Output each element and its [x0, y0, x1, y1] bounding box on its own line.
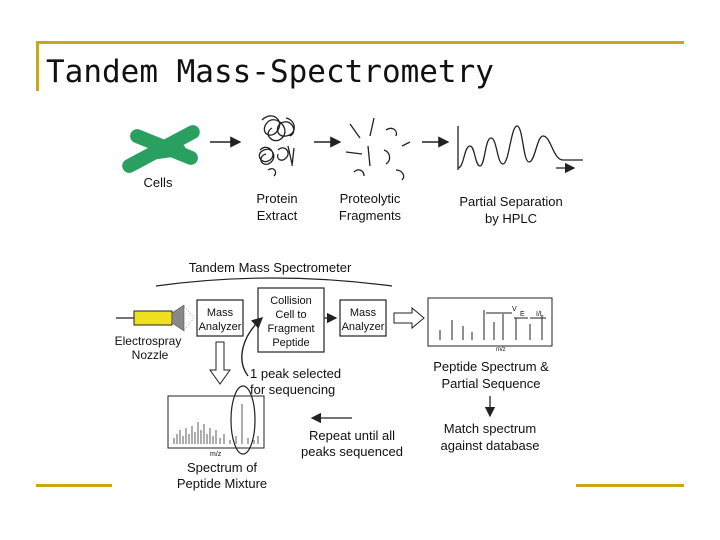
repeat-label-2: peaks sequenced [301, 444, 403, 459]
protein-extract-illustration [258, 115, 295, 177]
cells-label: Cells [144, 175, 173, 190]
selected-peak-ellipse [230, 385, 256, 455]
mass-analyzer-1-label-2: Analyzer [199, 321, 242, 333]
electrospray-nozzle-illustration [116, 304, 195, 332]
mz-axis-label-2: m/z [496, 347, 506, 353]
electrospray-label-2: Nozzle [132, 348, 169, 362]
match-label-1: Match spectrum [444, 421, 536, 436]
seq-label-il: I/L [536, 311, 544, 318]
collision-cell-label-4: Peptide [272, 337, 309, 349]
match-label-2: against database [440, 438, 539, 453]
mass-analyzer-1-label-1: Mass [207, 307, 234, 319]
mixture-spectrum-label-1: Spectrum of [187, 460, 257, 475]
mass-analyzer-2-label-2: Analyzer [342, 321, 385, 333]
proteolytic-fragments-illustration [345, 117, 411, 181]
peak-selected-label-2: for sequencing [250, 382, 335, 397]
seq-label-e: E [520, 311, 525, 318]
collision-cell-label-1: Collision [270, 295, 312, 307]
tandem-ms-label: Tandem Mass Spectrometer [189, 260, 352, 275]
peptide-spectrum-label-2: Partial Sequence [441, 376, 540, 391]
cells-illustration [122, 125, 200, 173]
fragments-label-2: Fragments [339, 208, 402, 223]
slide-title: Tandem Mass-Spectrometry [46, 54, 494, 90]
peak-selected-label-1: 1 peak selected [250, 366, 341, 381]
peptide-mixture-spectrum-plot: m/z [167, 385, 265, 458]
peptide-spectrum-plot: V E I/L m/z [427, 297, 553, 353]
seq-label-v: V [512, 306, 517, 313]
mixture-spectrum-label-2: Peptide Mixture [177, 476, 267, 491]
mz-axis-label-1: m/z [210, 451, 222, 458]
frame-top-rule [36, 41, 684, 44]
frame-left-rule [36, 41, 39, 91]
mass-analyzer-2-label-1: Mass [350, 307, 377, 319]
peptide-spectrum-label-1: Peptide Spectrum & [433, 359, 549, 374]
fragments-label-1: Proteolytic [340, 191, 401, 206]
collision-cell-label-2: Cell to [275, 309, 306, 321]
arrow-peak-to-collision-cell [241, 317, 264, 377]
protein-extract-label-2: Extract [257, 208, 298, 223]
collision-cell-box [257, 287, 325, 353]
hplc-chromatogram-illustration [457, 125, 583, 174]
arrow-down-to-mixture-spectrum [209, 341, 231, 385]
hplc-label-2: by HPLC [485, 211, 537, 226]
mass-analyzer-1-box [196, 299, 244, 337]
tandem-ms-bracket [155, 277, 393, 287]
hplc-label-1: Partial Separation [459, 194, 562, 209]
mass-analyzer-2-box [339, 299, 387, 337]
arrow-to-peptide-spectrum [393, 306, 425, 330]
collision-cell-label-3: Fragment [267, 323, 314, 335]
frame-bottom-left-rule [36, 484, 112, 487]
repeat-label-1: Repeat until all [309, 428, 395, 443]
frame-bottom-right-rule [576, 484, 684, 487]
protein-extract-label-1: Protein [256, 191, 297, 206]
electrospray-label-1: Electrospray [115, 334, 182, 348]
